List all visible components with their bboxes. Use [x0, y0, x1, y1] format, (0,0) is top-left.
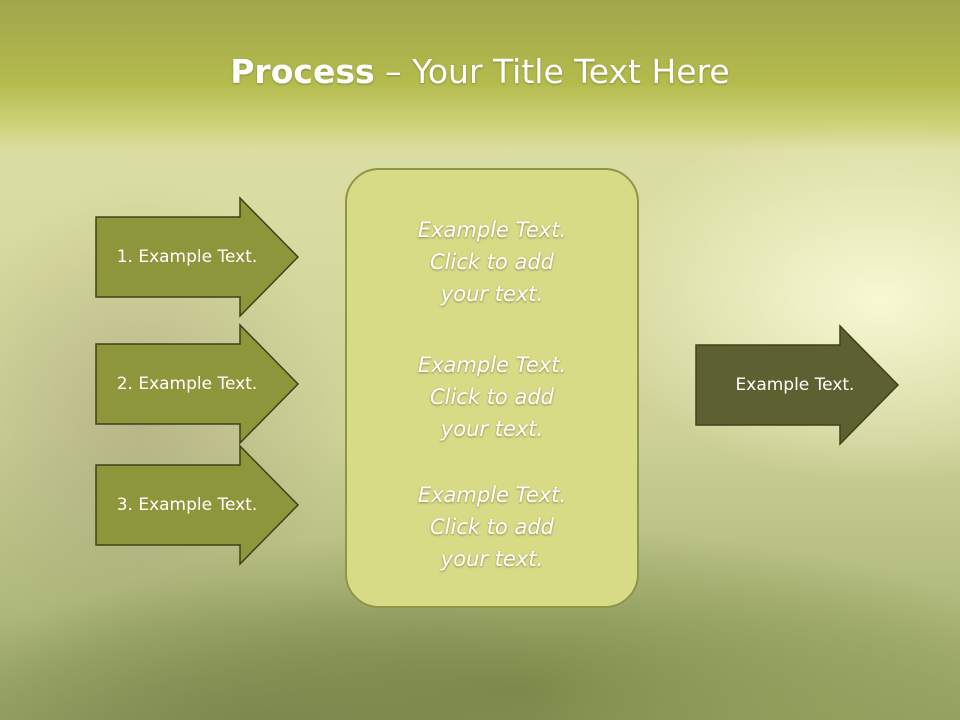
center-item-2-line-3: your text.: [440, 417, 544, 441]
center-item-1-line-2: Click to add: [429, 250, 554, 274]
center-item-1: Example Text. Click to add your text.: [347, 214, 637, 310]
title-bold: Process: [230, 52, 375, 91]
center-item-3-line-1: Example Text.: [417, 483, 567, 507]
header-band: [0, 0, 960, 150]
center-item-2-line-2: Click to add: [429, 385, 554, 409]
slide-title: Process – Your Title Text Here: [0, 52, 960, 91]
left-arrow-2-label: 2. Example Text.: [116, 374, 258, 394]
right-arrow-label: Example Text.: [735, 375, 855, 395]
center-item-1-line-1: Example Text.: [417, 218, 567, 242]
left-arrow-1[interactable]: [95, 196, 300, 318]
center-item-3: Example Text. Click to add your text.: [347, 479, 637, 575]
center-text-box[interactable]: Example Text. Click to add your text. Ex…: [345, 168, 639, 608]
title-rest: – Your Title Text Here: [374, 52, 730, 91]
left-arrow-3-label: 3. Example Text.: [116, 495, 258, 515]
center-item-3-line-3: your text.: [440, 547, 544, 571]
center-item-3-line-2: Click to add: [429, 515, 554, 539]
center-item-2: Example Text. Click to add your text.: [347, 349, 637, 445]
left-arrow-1-label: 1. Example Text.: [116, 247, 258, 267]
center-item-1-line-3: your text.: [440, 282, 544, 306]
left-arrow-2[interactable]: [95, 323, 300, 445]
left-arrow-3[interactable]: [95, 444, 300, 566]
center-item-2-line-1: Example Text.: [417, 353, 567, 377]
right-arrow[interactable]: [695, 324, 900, 446]
